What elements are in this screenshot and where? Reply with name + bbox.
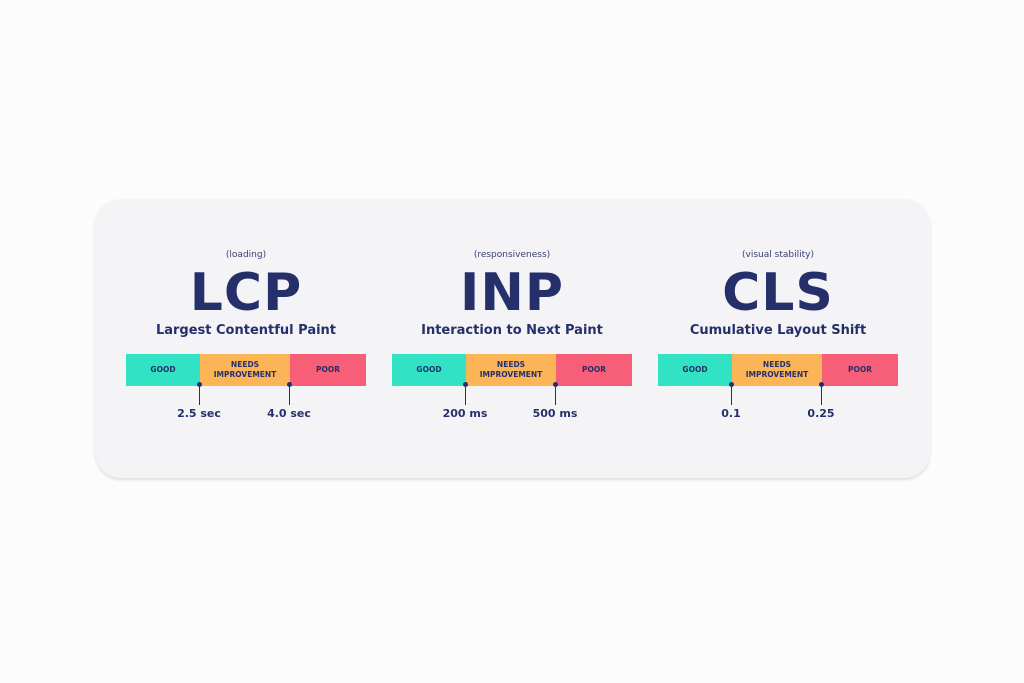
threshold-tick <box>199 382 200 405</box>
threshold-tick <box>465 382 466 405</box>
metric-acronym: CLS <box>722 263 834 323</box>
threshold-marker <box>463 382 468 387</box>
metric-category: (responsiveness) <box>473 250 551 260</box>
metric-name: Cumulative Layout Shift <box>689 323 867 338</box>
metric-category: (visual stability) <box>742 250 814 260</box>
threshold-tick <box>289 382 290 405</box>
threshold-label: 500 ms <box>532 407 578 420</box>
band-poor: POOR <box>822 354 898 386</box>
threshold-marker <box>197 382 202 387</box>
threshold-bar: GOOD NEEDS IMPROVEMENT POOR <box>126 354 366 386</box>
band-needs-improvement: NEEDS IMPROVEMENT <box>732 354 822 386</box>
metric-name: Interaction to Next Paint <box>421 323 603 338</box>
metric-cls: (visual stability) CLS Cumulative Layout… <box>658 199 898 478</box>
band-good: GOOD <box>392 354 466 386</box>
threshold-marker <box>287 382 292 387</box>
metric-lcp: (loading) LCP Largest Contentful Paint G… <box>126 199 366 478</box>
band-needs-improvement: NEEDS IMPROVEMENT <box>466 354 556 386</box>
band-needs-improvement: NEEDS IMPROVEMENT <box>200 354 290 386</box>
metric-inp: (responsiveness) INP Interaction to Next… <box>392 199 632 478</box>
threshold-label: 200 ms <box>442 407 488 420</box>
threshold-bar: GOOD NEEDS IMPROVEMENT POOR <box>392 354 632 386</box>
threshold-bar: GOOD NEEDS IMPROVEMENT POOR <box>658 354 898 386</box>
metric-category: (loading) <box>225 250 267 260</box>
metric-name: Largest Contentful Paint <box>155 323 337 338</box>
band-poor: POOR <box>290 354 366 386</box>
core-web-vitals-card: (loading) LCP Largest Contentful Paint G… <box>95 199 930 478</box>
threshold-marker <box>819 382 824 387</box>
band-good: GOOD <box>126 354 200 386</box>
threshold-tick <box>731 382 732 405</box>
threshold-label: 0.25 <box>807 407 835 420</box>
threshold-label: 2.5 sec <box>177 407 221 420</box>
band-poor: POOR <box>556 354 632 386</box>
threshold-tick <box>555 382 556 405</box>
threshold-marker <box>553 382 558 387</box>
metric-acronym: LCP <box>189 263 303 323</box>
threshold-marker <box>729 382 734 387</box>
threshold-label: 0.1 <box>721 407 741 420</box>
band-good: GOOD <box>658 354 732 386</box>
metric-acronym: INP <box>460 263 564 323</box>
threshold-label: 4.0 sec <box>267 407 311 420</box>
threshold-tick <box>821 382 822 405</box>
